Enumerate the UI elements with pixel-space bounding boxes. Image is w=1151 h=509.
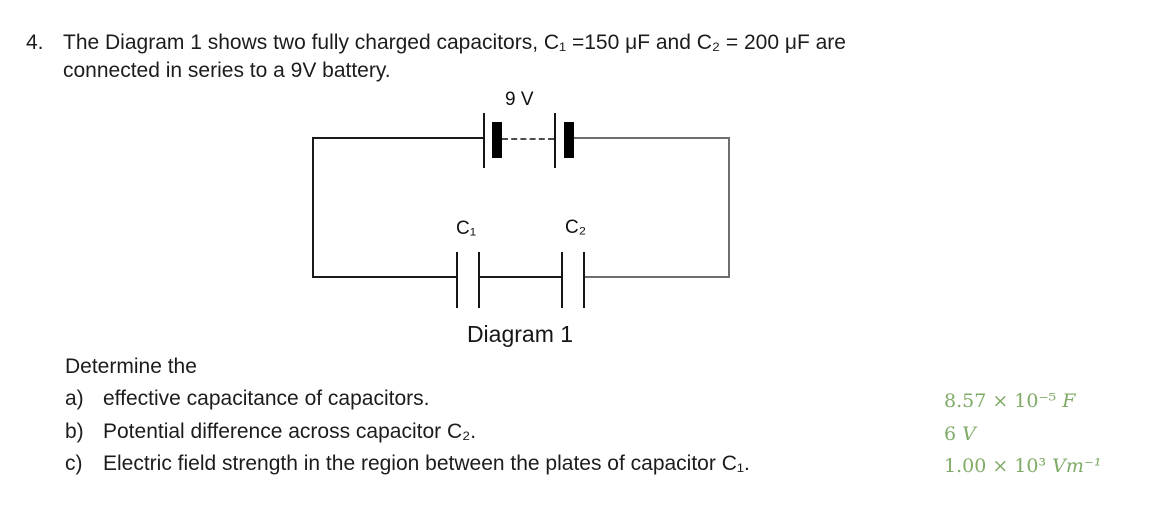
task-b-letter: b) xyxy=(65,420,84,443)
task-c-answer: 1.00 × 10³ Vm⁻¹ xyxy=(944,454,1102,478)
wire-right-vertical xyxy=(728,137,730,278)
battery-voltage-label: 9 V xyxy=(505,89,534,110)
capacitor-c1-plate-left xyxy=(456,252,458,308)
battery-long-electrode-1 xyxy=(483,113,485,168)
capacitor-c1-plate-right xyxy=(478,252,480,308)
task-b-answer: 6 V xyxy=(944,422,976,446)
circuit-diagram: 9 V C₁ C₂ Diagram 1 xyxy=(300,85,740,355)
wire-top-right xyxy=(574,137,730,139)
question-line-2: connected in series to a 9V battery. xyxy=(63,59,391,82)
wire-bottom-right xyxy=(585,276,730,278)
task-b-answer-value: 6 xyxy=(944,423,957,445)
question-text: The Diagram 1 shows two fully charged ca… xyxy=(63,29,846,85)
capacitor-c2-label: C₂ xyxy=(565,217,587,238)
question-number: 4. xyxy=(26,31,44,54)
task-a-answer: 8.57 × 10⁻⁵ F xyxy=(944,389,1075,413)
capacitor-c2-plate-right xyxy=(583,252,585,308)
question-line-1: The Diagram 1 shows two fully charged ca… xyxy=(63,31,846,54)
wire-bottom-left xyxy=(312,276,457,278)
task-b-answer-unit: V xyxy=(962,423,976,445)
task-a-text: effective capacitance of capacitors. xyxy=(103,387,430,410)
capacitor-c1-label: C₁ xyxy=(456,218,477,239)
battery-short-electrode-1 xyxy=(492,122,502,158)
task-a-answer-unit: F xyxy=(1062,390,1076,412)
task-a-letter: a) xyxy=(65,387,84,410)
question-4: 4. The Diagram 1 shows two fully charged… xyxy=(26,29,846,85)
task-c-answer-unit: Vm⁻¹ xyxy=(1052,455,1102,477)
task-b-text: Potential difference across capacitor C₂… xyxy=(103,420,477,443)
wire-bottom-middle xyxy=(480,276,562,278)
wire-left-vertical xyxy=(312,137,314,278)
diagram-caption: Diagram 1 xyxy=(466,321,574,347)
task-c-letter: c) xyxy=(65,452,83,475)
battery-dashed-link xyxy=(502,138,554,140)
battery-short-electrode-2 xyxy=(564,122,574,158)
wire-top-left xyxy=(312,137,483,139)
task-c-text: Electric field strength in the region be… xyxy=(103,452,750,475)
capacitor-c2-plate-left xyxy=(561,252,563,308)
tasks-intro: Determine the xyxy=(65,355,197,378)
battery-long-electrode-2 xyxy=(554,113,556,168)
task-c-answer-value: 1.00 × 10³ xyxy=(944,455,1047,477)
task-a-answer-value: 8.57 × 10⁻⁵ xyxy=(944,390,1057,412)
